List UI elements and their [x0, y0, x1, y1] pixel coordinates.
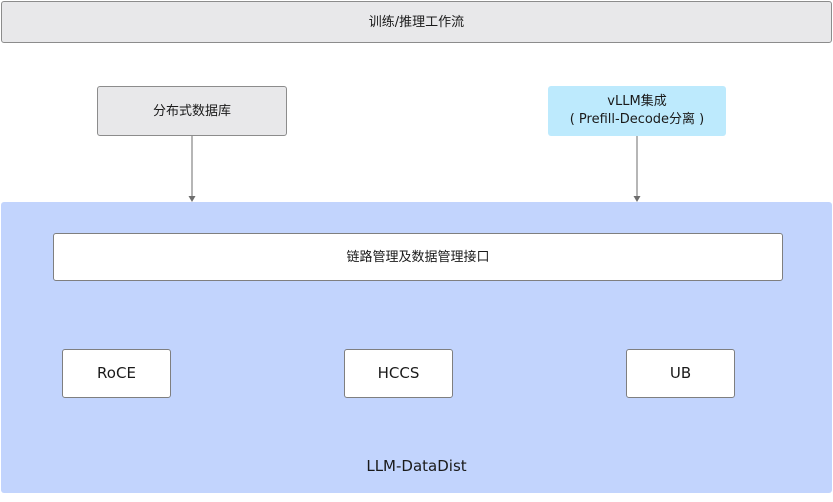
roce-box: RoCE — [62, 349, 171, 398]
vllm-to-panel-arrow — [633, 136, 641, 202]
distributed-database-box: 分布式数据库 — [97, 86, 287, 136]
hccs-box: HCCS — [344, 349, 453, 398]
workflow-label: 训练/推理工作流 — [368, 14, 465, 30]
vllm-integration-label: vLLM集成 — [607, 94, 667, 109]
llm-datadist-title: LLM-DataDist — [366, 457, 467, 475]
ub-box: UB — [626, 349, 735, 398]
link-data-management-interface: 链路管理及数据管理接口 — [53, 233, 783, 281]
roce-label: RoCE — [97, 364, 136, 382]
prefill-decode-label: ( Prefill-Decode分离 ) — [569, 112, 705, 127]
workflow-bar: 训练/推理工作流 — [1, 1, 832, 43]
ub-label: UB — [669, 364, 692, 382]
database-to-panel-arrow — [188, 136, 196, 202]
interface-label: 链路管理及数据管理接口 — [346, 249, 490, 265]
distributed-database-label: 分布式数据库 — [152, 103, 231, 119]
hccs-label: HCCS — [377, 364, 420, 382]
vllm-integration-box: vLLM集成 ( Prefill-Decode分离 ) — [548, 86, 726, 136]
